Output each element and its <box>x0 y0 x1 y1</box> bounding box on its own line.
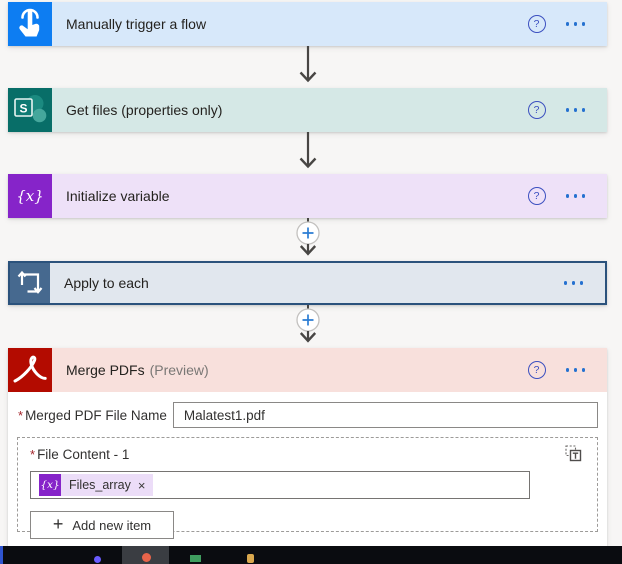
file-content-label: File Content - 1 <box>37 447 130 462</box>
variable-icon: {x} <box>8 174 52 218</box>
file-content-input[interactable]: {x} Files_array × <box>30 471 530 499</box>
taskbar-app-icon[interactable] <box>247 554 254 563</box>
more-options-icon[interactable] <box>563 277 583 289</box>
taskbar-edge-accent <box>0 546 3 564</box>
step-title: Get files (properties only) <box>66 102 223 118</box>
step-header-apply-to-each[interactable]: Apply to each <box>10 263 605 303</box>
more-options-icon[interactable] <box>565 190 585 202</box>
merged-pdf-filename-input[interactable] <box>172 402 598 428</box>
connector-arrow <box>8 46 607 88</box>
plus-icon: + <box>52 514 64 534</box>
sharepoint-icon: S <box>8 88 52 132</box>
step-card-get-files: S Get files (properties only) ? <box>8 88 607 132</box>
token-label: Files_array <box>69 478 131 492</box>
dynamic-content-token[interactable]: {x} Files_array × <box>39 474 154 496</box>
help-icon[interactable]: ? <box>527 187 546 205</box>
merge-pdfs-body: * Merged PDF File Name * File Content - … <box>8 392 607 546</box>
step-header-manually-trigger[interactable]: Manually trigger a flow ? <box>8 2 607 46</box>
taskbar-app-icon[interactable] <box>190 555 201 562</box>
step-title: Manually trigger a flow <box>66 16 207 32</box>
connector-arrow <box>8 132 607 174</box>
variable-token-icon: {x} <box>39 474 61 496</box>
loop-icon <box>10 263 50 303</box>
arrow-down-icon <box>299 46 316 83</box>
taskbar-app-icon <box>142 553 151 562</box>
help-icon[interactable]: ? <box>527 101 546 119</box>
taskbar-active-app[interactable] <box>122 546 169 564</box>
arrow-down-icon <box>299 132 316 169</box>
help-icon[interactable]: ? <box>527 361 546 379</box>
svg-text:S: S <box>19 102 27 116</box>
manual-trigger-icon <box>8 2 52 46</box>
add-new-item-button[interactable]: + Add new item <box>30 511 174 539</box>
step-card-apply-to-each: Apply to each <box>8 261 607 305</box>
step-title: Initialize variable <box>66 188 170 204</box>
preview-badge: (Preview) <box>149 362 209 378</box>
taskbar-app-icon[interactable] <box>94 556 101 563</box>
taskbar <box>0 546 622 564</box>
file-content-group: * File Content - 1 {x} <box>17 437 598 539</box>
adobe-pdf-icon <box>8 348 52 392</box>
remove-token-icon[interactable]: × <box>137 477 146 493</box>
switch-to-input-entire-array-icon[interactable] <box>564 444 583 468</box>
step-card-manually-trigger: Manually trigger a flow ? <box>8 2 607 46</box>
required-marker: * <box>18 407 24 423</box>
more-options-icon[interactable] <box>565 18 585 30</box>
connector-insert-step <box>8 305 607 348</box>
connector-insert-step <box>8 218 607 261</box>
step-header-merge-pdfs[interactable]: Merge PDFs (Preview) ? <box>8 348 607 392</box>
help-icon[interactable]: ? <box>527 15 546 33</box>
more-options-icon[interactable] <box>565 104 585 116</box>
filename-label: Merged PDF File Name <box>25 407 167 423</box>
step-header-initialize-variable[interactable]: {x} Initialize variable ? <box>8 174 607 218</box>
step-title: Merge PDFs <box>66 362 145 378</box>
more-options-icon[interactable] <box>565 364 585 376</box>
required-marker: * <box>30 447 36 462</box>
step-title: Apply to each <box>64 275 149 291</box>
flow-designer-canvas: Manually trigger a flow ? S Get fi <box>8 2 607 546</box>
step-card-initialize-variable: {x} Initialize variable ? <box>8 174 607 218</box>
step-card-merge-pdfs: Merge PDFs (Preview) ? * Merged PDF File… <box>8 348 607 546</box>
step-header-get-files[interactable]: S Get files (properties only) ? <box>8 88 607 132</box>
